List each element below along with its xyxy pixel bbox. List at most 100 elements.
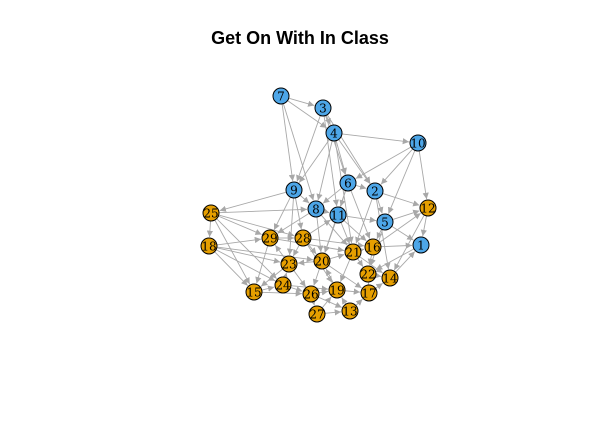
edge-10-12 — [418, 150, 429, 200]
edge-27-13 — [324, 309, 342, 316]
edge-8-11 — [322, 207, 330, 215]
node-circle — [272, 87, 290, 105]
edge-4-8 — [316, 140, 333, 201]
node-label: 23 — [281, 258, 296, 272]
edge-18-24 — [215, 249, 276, 282]
node-circle — [325, 124, 343, 142]
edges-layer — [206, 97, 429, 316]
edge-2-5 — [377, 198, 384, 214]
node-circle — [344, 243, 362, 261]
node-circle — [307, 200, 325, 218]
node-24: 24 — [274, 276, 292, 294]
node-label: 27 — [309, 308, 324, 322]
node-circle — [314, 99, 332, 117]
edge-6-8 — [322, 187, 343, 204]
edge-29-15 — [255, 245, 269, 284]
node-13: 13 — [341, 302, 359, 320]
node-14: 14 — [381, 269, 399, 287]
node-circle — [280, 255, 298, 273]
node-5: 5 — [376, 213, 394, 231]
edge-25-24 — [216, 218, 277, 279]
node-circle — [261, 229, 279, 247]
node-1: 1 — [412, 236, 430, 254]
node-label: 10 — [410, 137, 425, 151]
edge-5-1 — [391, 225, 414, 241]
edge-25-18 — [206, 220, 214, 238]
node-label: 17 — [361, 287, 376, 301]
node-label: 1 — [417, 239, 425, 253]
edge-25-15 — [214, 219, 251, 285]
node-25: 25 — [202, 204, 220, 222]
edge-4-21 — [334, 140, 354, 244]
edge-6-2 — [355, 183, 367, 190]
node-26: 26 — [302, 285, 320, 303]
edge-4-10 — [341, 133, 410, 145]
edge-28-23 — [292, 244, 300, 257]
node-label: 11 — [330, 209, 345, 223]
edge-2-21 — [355, 198, 373, 244]
edge-18-29 — [216, 236, 262, 246]
edge-15-24 — [261, 285, 275, 292]
edge-3-4 — [324, 115, 331, 125]
chart-title: Get On With In Class — [211, 28, 389, 48]
edge-26-19 — [318, 289, 329, 296]
node-label: 22 — [360, 268, 375, 282]
node-circle — [381, 269, 399, 287]
node-20: 20 — [313, 252, 331, 270]
node-19: 19 — [328, 281, 346, 299]
edge-13-19 — [341, 297, 348, 305]
edge-10-2 — [380, 148, 413, 185]
node-circle — [409, 134, 427, 152]
edge-9-28 — [295, 197, 304, 230]
node-label: 29 — [262, 232, 277, 246]
node-label: 12 — [420, 202, 435, 216]
edge-2-14 — [375, 198, 391, 270]
edge-4-9 — [298, 139, 330, 183]
node-18: 18 — [200, 237, 218, 255]
node-label: 4 — [330, 127, 338, 141]
edge-20-21 — [329, 253, 345, 260]
edge-22-14 — [374, 272, 382, 279]
node-6: 6 — [339, 174, 357, 192]
edge-25-29 — [218, 215, 262, 235]
edge-20-23 — [297, 259, 315, 266]
node-label: 25 — [203, 207, 218, 221]
edge-10-5 — [387, 150, 416, 214]
edge-11-5 — [345, 215, 377, 223]
edge-28-20 — [307, 243, 317, 255]
edge-26-27 — [309, 298, 316, 306]
node-circle — [245, 283, 263, 301]
node-15: 15 — [245, 283, 263, 301]
edge-17-14 — [375, 282, 383, 290]
edge-25-8 — [218, 206, 308, 214]
node-label: 16 — [365, 241, 380, 255]
edge-16-12 — [379, 212, 421, 243]
node-circle — [419, 199, 437, 217]
edge-21-19 — [340, 259, 351, 282]
edge-5-12 — [392, 209, 420, 220]
node-23: 23 — [280, 255, 298, 273]
node-circle — [308, 305, 326, 323]
node-circle — [366, 182, 384, 200]
edge-5-16 — [376, 229, 383, 240]
edge-8-29 — [277, 212, 310, 234]
edge-9-25 — [219, 191, 287, 212]
edge-20-26 — [312, 268, 320, 286]
node-label: 21 — [345, 246, 360, 260]
edge-13-17 — [355, 298, 363, 306]
edge-12-1 — [420, 215, 427, 237]
edge-7-9 — [281, 103, 296, 182]
node-2: 2 — [366, 182, 384, 200]
edge-18-23 — [216, 247, 281, 264]
node-22: 22 — [359, 265, 377, 283]
node-circle — [202, 204, 220, 222]
edge-6-16 — [350, 190, 371, 239]
node-label: 2 — [371, 185, 379, 199]
edge-9-29 — [273, 196, 291, 231]
node-circle — [302, 285, 320, 303]
edge-12-14 — [393, 214, 425, 271]
node-label: 6 — [344, 177, 352, 191]
node-circle — [313, 252, 331, 270]
